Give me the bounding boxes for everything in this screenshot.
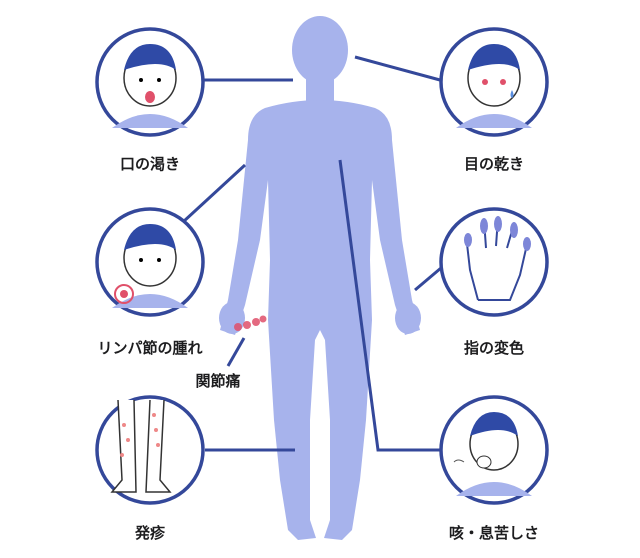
label-dry-eyes: 目の乾き bbox=[463, 155, 525, 173]
label-dry-mouth: 口の渇き bbox=[119, 155, 181, 173]
label-rash: 発疹 bbox=[134, 524, 166, 542]
label-finger-discoloration: 指の変色 bbox=[463, 339, 525, 357]
legs-rash-icon bbox=[110, 399, 172, 493]
label-swollen-lymph-nodes: リンパ節の腫れ bbox=[97, 339, 203, 357]
connector-lines bbox=[181, 55, 442, 452]
hand-discolored-fingers-icon bbox=[464, 216, 531, 301]
label-cough-breathlessness: 咳・息苦しさ bbox=[448, 524, 540, 542]
face-teary-eyes-icon bbox=[456, 44, 532, 128]
face-tongue-out-icon bbox=[112, 44, 188, 128]
face-swollen-neck-icon bbox=[112, 224, 188, 308]
face-coughing-icon bbox=[453, 412, 532, 496]
joint-pain-marks bbox=[234, 315, 267, 331]
label-joint-pain: 関節痛 bbox=[195, 372, 241, 390]
body-silhouette bbox=[219, 16, 421, 540]
